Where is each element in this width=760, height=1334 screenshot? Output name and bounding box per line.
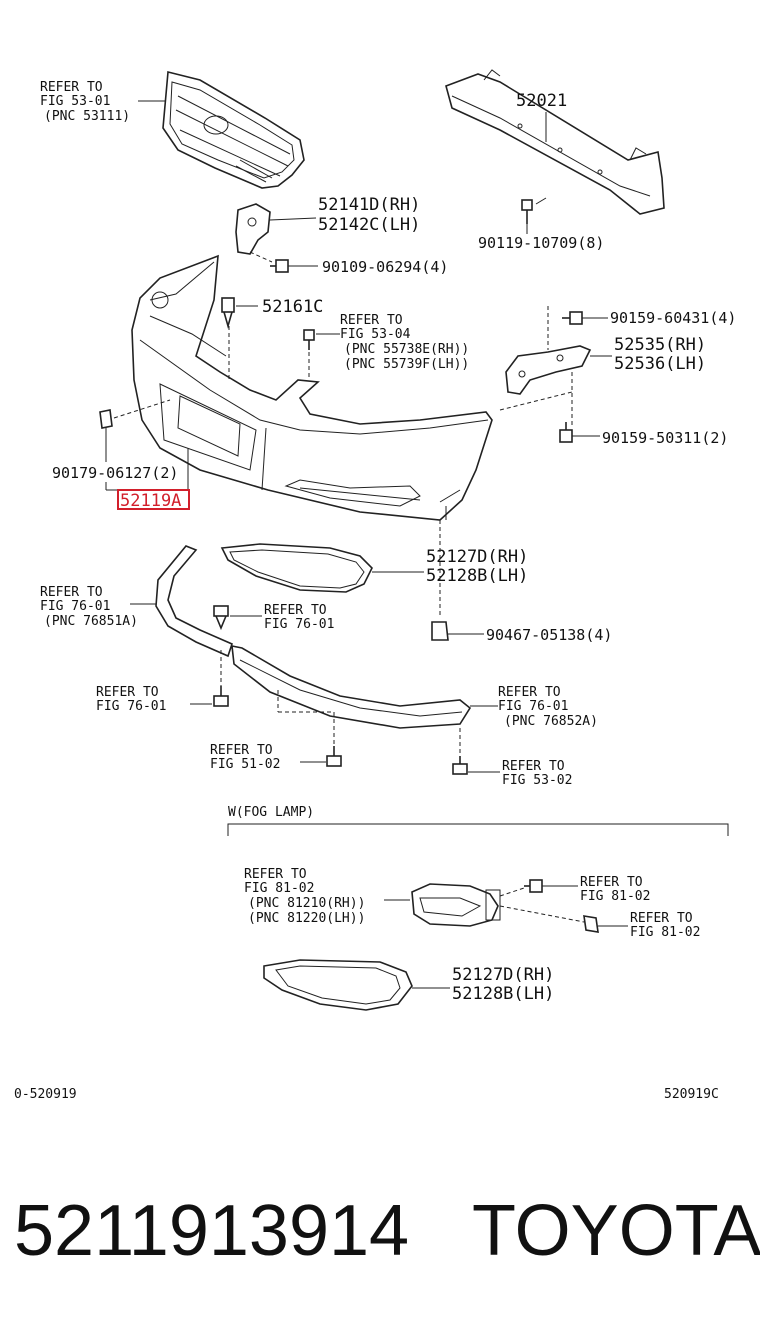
fig5304-line1: REFER TO xyxy=(340,313,403,328)
bracket-screw-number: 90109-06294(4) xyxy=(322,258,448,276)
foglamp-bracket-line xyxy=(227,823,729,836)
foglamp-line4: (PNC 81220(LH)) xyxy=(248,911,365,926)
clip-fig5304-icon xyxy=(303,329,315,350)
side-screw2-number: 90159-50311(2) xyxy=(602,429,728,447)
clip-top-number: 52161C xyxy=(262,297,323,317)
fig8102a-line1: REFER TO xyxy=(580,875,643,890)
foglamp-line3: (PNC 81210(RH)) xyxy=(248,896,365,911)
fig5304-line3: (PNC 55738E(RH)) xyxy=(344,342,469,357)
footer-brand: TOYOTA xyxy=(472,1191,760,1271)
fog-trim-rh-number: 52127D(RH) xyxy=(452,965,554,985)
fog-trim-lh-number: 52128B(LH) xyxy=(452,984,554,1004)
highlight-box xyxy=(117,489,190,510)
side-bracket xyxy=(505,345,592,395)
fig7601a-line2: FIG 76-01 xyxy=(264,617,334,632)
bracket-lh-number: 52142C(LH) xyxy=(318,215,420,235)
side-screw-number: 90159-60431(4) xyxy=(610,309,736,327)
reinforcement-bolt-icon xyxy=(521,199,533,224)
grille-callout-line2: FIG 53-01 xyxy=(40,94,110,109)
clip-left-number: 90179-06127(2) xyxy=(52,464,178,482)
foglamp-screw-icon xyxy=(524,879,543,893)
trim-rh-number: 52127D(RH) xyxy=(426,547,528,567)
clip-left-icon xyxy=(99,409,113,429)
fig8102a-line2: FIG 81-02 xyxy=(580,889,650,904)
side-screw2-icon xyxy=(559,422,573,443)
fig7601b-line1: REFER TO xyxy=(96,685,159,700)
grille-callout-line1: REFER TO xyxy=(40,80,103,95)
trim-clip-icon xyxy=(431,621,449,641)
lamp-trim xyxy=(220,543,373,593)
side-screw-icon xyxy=(562,311,583,325)
fig5304-line4: (PNC 55739F(LH)) xyxy=(344,357,469,372)
bumper-cover xyxy=(131,254,493,521)
grille-callout-line3: (PNC 53111) xyxy=(44,109,130,124)
foglamp-header: W(FOG LAMP) xyxy=(228,805,314,820)
fig5102-line1: REFER TO xyxy=(210,743,273,758)
fog-lamp xyxy=(411,883,501,927)
spoiler-bolt-right-icon xyxy=(452,756,468,775)
bracket-screw-icon xyxy=(270,259,289,273)
spoiler-right xyxy=(231,645,472,729)
reinforcement-bolt-number: 90119-10709(8) xyxy=(478,234,604,252)
fig7601a-line1: REFER TO xyxy=(264,603,327,618)
fog-lamp-trim xyxy=(263,959,413,1011)
footer-part-number: 5211913914 xyxy=(14,1191,410,1271)
spoiler-left xyxy=(155,545,233,658)
fig8102b-line1: REFER TO xyxy=(630,911,693,926)
reinforcement-part-number: 52021 xyxy=(516,91,567,111)
clip-top-icon xyxy=(221,297,235,329)
spoiler-bolt-left-icon xyxy=(213,686,229,707)
foglamp-line2: FIG 81-02 xyxy=(244,881,314,896)
diagram-code-left: 0-520919 xyxy=(14,1087,77,1102)
fig5302-line1: REFER TO xyxy=(502,759,565,774)
bumper-reinforcement xyxy=(445,69,665,215)
fig5302-line2: FIG 53-02 xyxy=(502,773,572,788)
trim-lh-number: 52128B(LH) xyxy=(426,566,528,586)
trim-clip-number: 90467-05138(4) xyxy=(486,626,612,644)
spoiler-clip-icon xyxy=(213,605,229,631)
spoiler-right-line3: (PNC 76852A) xyxy=(504,714,598,729)
side-rh-number: 52535(RH) xyxy=(614,335,706,355)
foglamp-line1: REFER TO xyxy=(244,867,307,882)
fig5304-line2: FIG 53-04 xyxy=(340,327,411,342)
bracket-rh-number: 52141D(RH) xyxy=(318,195,420,215)
spoiler-left-line3: (PNC 76851A) xyxy=(44,614,138,629)
spoiler-left-line2: FIG 76-01 xyxy=(40,599,110,614)
highlight-part-number[interactable]: 52119A xyxy=(120,491,181,511)
spoiler-right-line2: FIG 76-01 xyxy=(498,699,568,714)
fig7601b-line2: FIG 76-01 xyxy=(96,699,166,714)
fig8102b-line2: FIG 81-02 xyxy=(630,925,700,940)
spoiler-bolt-center-icon xyxy=(326,746,342,767)
radiator-grille xyxy=(162,70,305,189)
fig5102-line2: FIG 51-02 xyxy=(210,757,280,772)
spoiler-left-line1: REFER TO xyxy=(40,585,103,600)
diagram-code-right: 520919C xyxy=(664,1087,719,1102)
bumper-bracket xyxy=(235,203,271,255)
spoiler-right-line1: REFER TO xyxy=(498,685,561,700)
foglamp-nut-icon xyxy=(583,915,599,933)
side-lh-number: 52536(LH) xyxy=(614,354,706,374)
